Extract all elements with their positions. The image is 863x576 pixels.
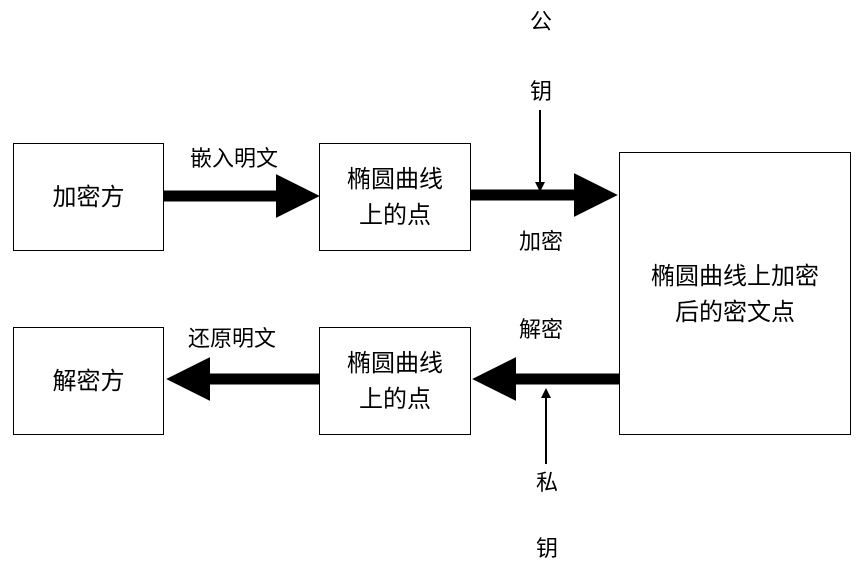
encryptor-box: 加密方 — [13, 143, 164, 251]
curve-point-top-box: 椭圆曲线 上的点 — [319, 143, 471, 251]
ciphertext-box: 椭圆曲线上加密 后的密文点 — [619, 152, 851, 435]
decrypt-label: 解密 — [519, 318, 564, 343]
curve-point-top-line2: 上的点 — [359, 201, 431, 229]
decryptor-box: 解密方 — [13, 327, 164, 435]
curve-point-top-line1: 椭圆曲线 — [347, 165, 443, 193]
embed-plaintext-label: 嵌入明文 — [190, 147, 279, 172]
curve-point-bottom-line1: 椭圆曲线 — [347, 349, 443, 377]
encryptor-label: 加密方 — [52, 183, 125, 211]
curve-point-bottom-line2: 上的点 — [359, 385, 431, 413]
encrypt-label: 加密 — [519, 230, 564, 255]
ciphertext-line1: 椭圆曲线上加密 — [651, 261, 819, 290]
ciphertext-line2: 后的密文点 — [675, 297, 795, 326]
public-key-char1: 公 — [529, 10, 552, 35]
private-key-char1: 私 — [535, 471, 558, 496]
restore-plaintext-label: 还原明文 — [188, 327, 277, 352]
decryptor-label: 解密方 — [52, 367, 125, 395]
curve-point-bottom-box: 椭圆曲线 上的点 — [319, 327, 471, 435]
private-key-char2: 钥 — [535, 537, 558, 562]
public-key-char2: 钥 — [529, 80, 552, 105]
